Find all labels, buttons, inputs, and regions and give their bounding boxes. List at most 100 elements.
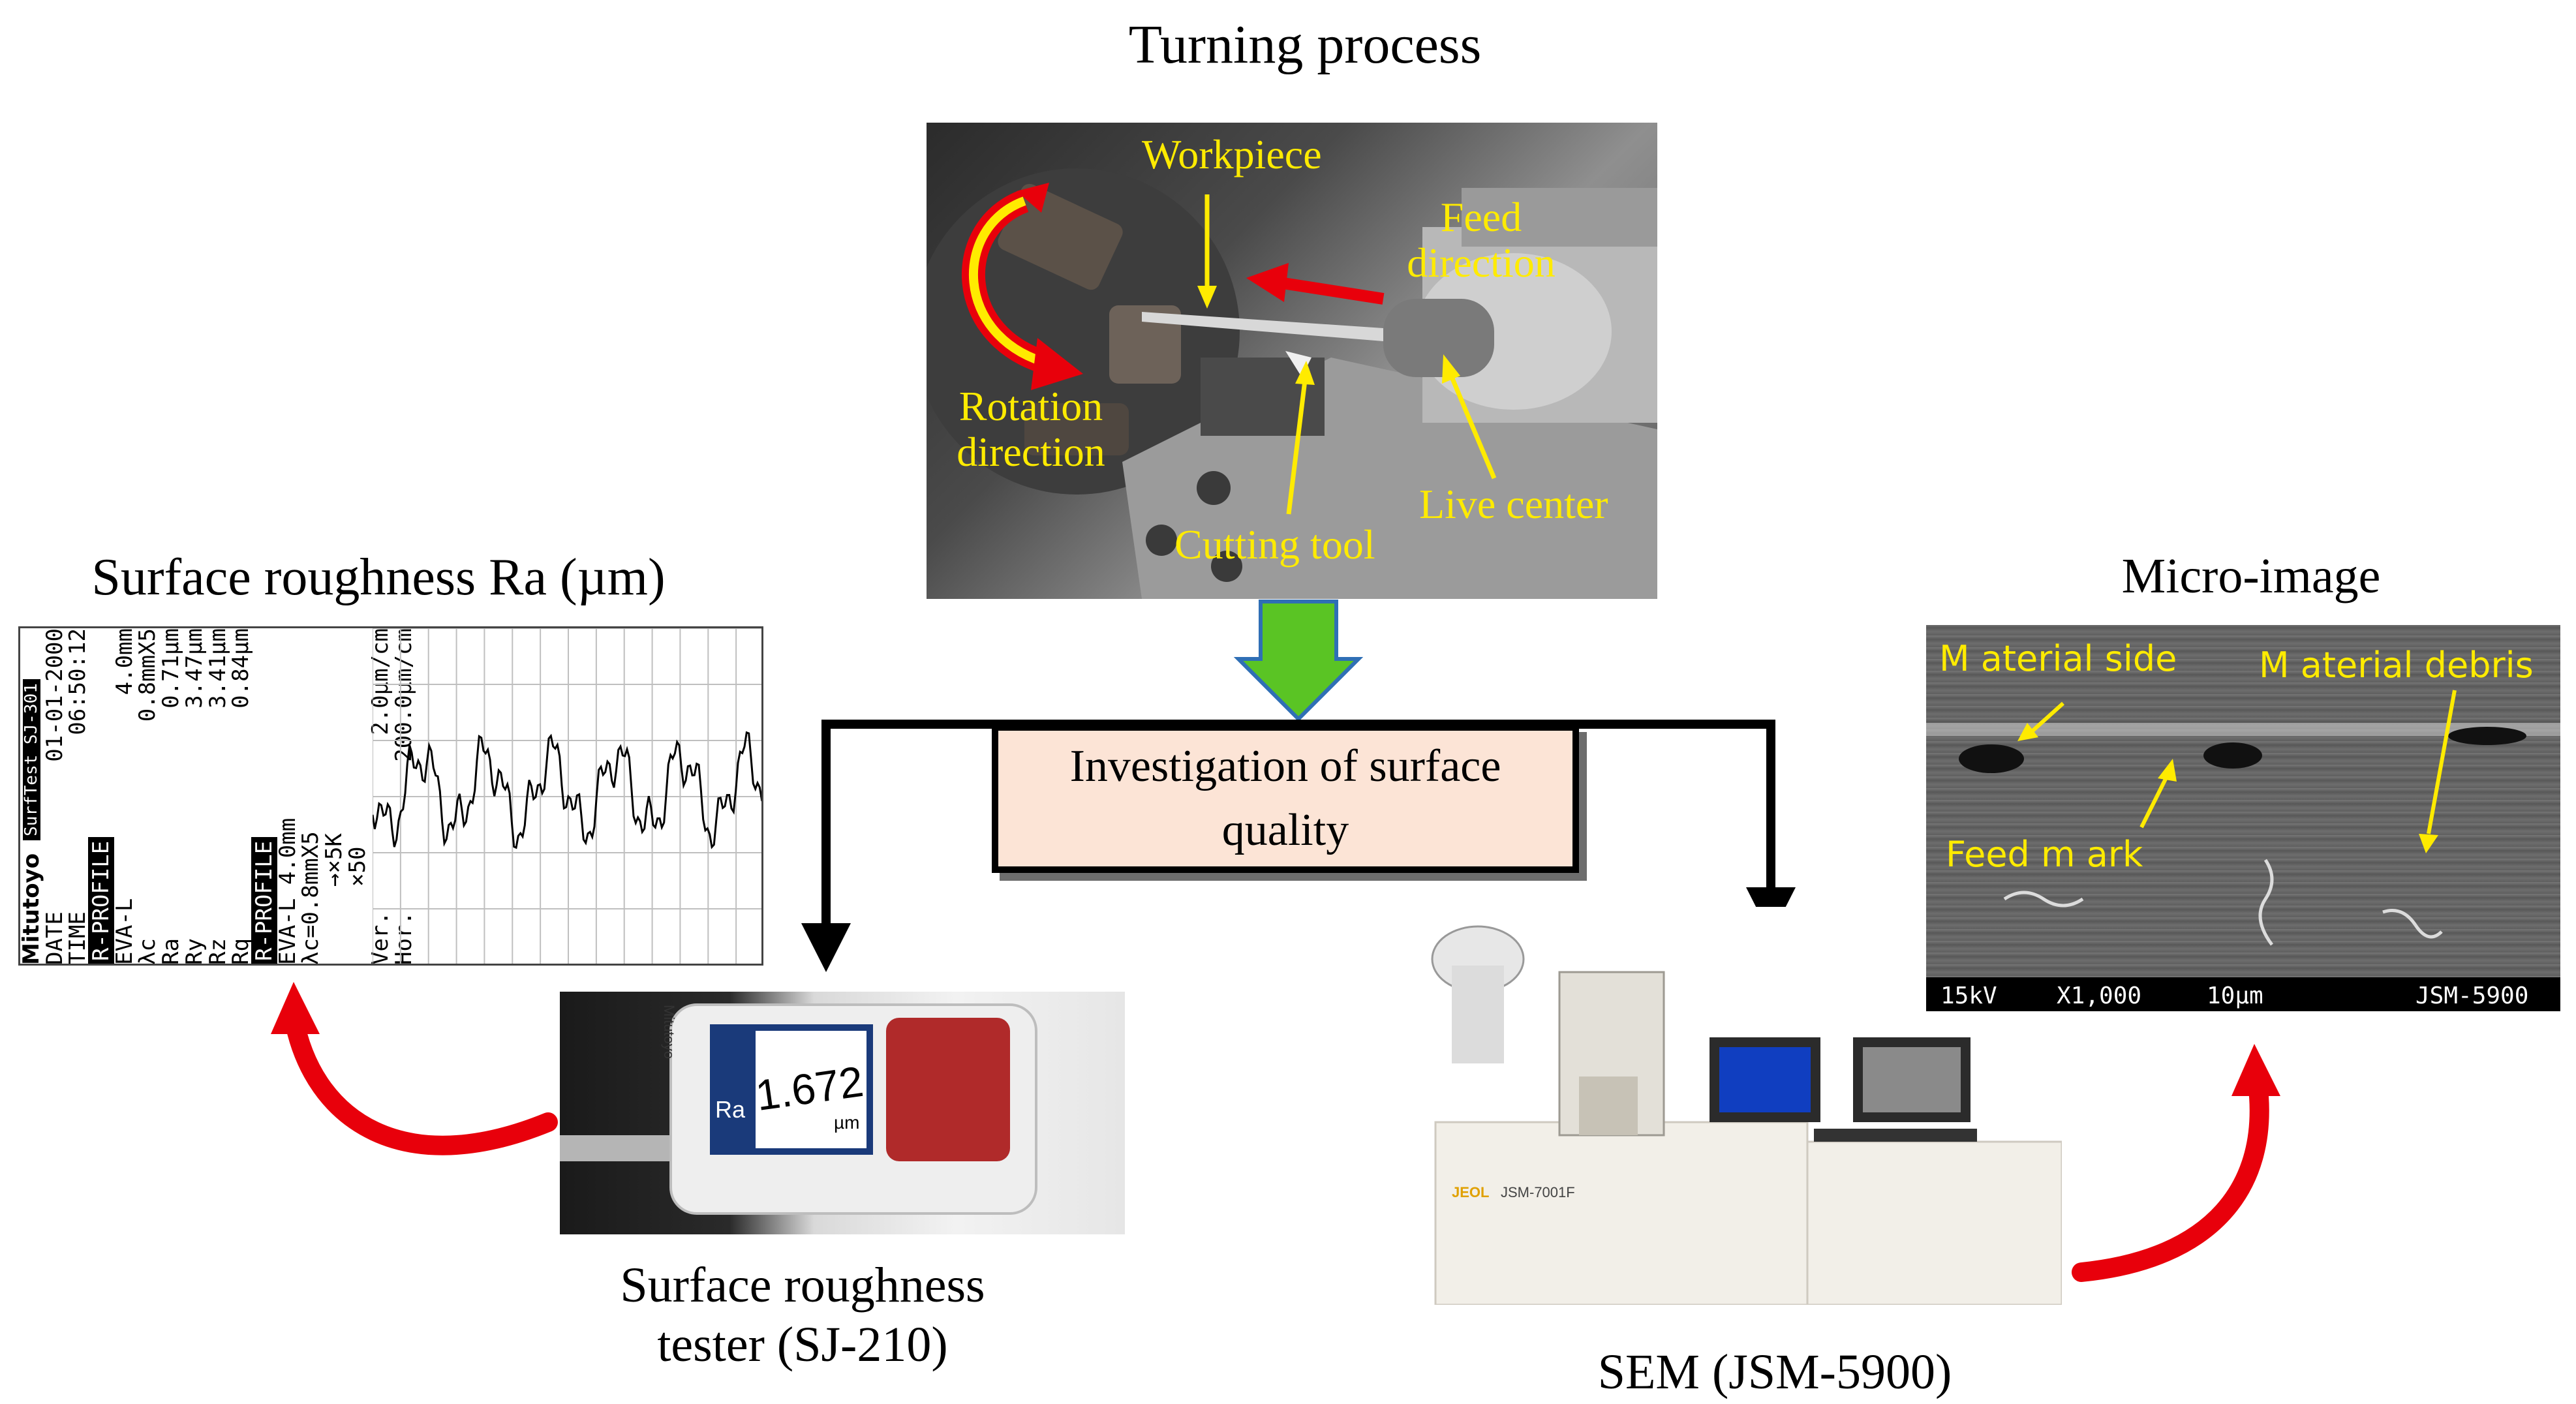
printout-brand: Mitutoyo (18, 853, 44, 965)
tester-buttons (886, 1018, 1010, 1161)
feed-arrow (1278, 277, 1385, 305)
curve-arrowhead-right (2231, 1044, 2280, 1096)
turning-process-title: Turning process (1128, 14, 1482, 75)
printout-rq-value: 0.84µm (228, 628, 254, 709)
tester-screen-value-area (756, 1031, 866, 1148)
sem-console (1806, 1140, 2062, 1305)
printout-mag2: ×50 (344, 846, 371, 887)
micro-pit (2203, 742, 2262, 769)
micro-debris (2258, 859, 2274, 946)
flow-arrow-green (1233, 600, 1364, 722)
printout-mag1: →×5K (320, 833, 347, 887)
sem-base (1434, 1121, 1809, 1305)
sem-monitor-right-screen (1863, 1047, 1961, 1112)
micro-kv: 15kV (1940, 983, 1997, 1009)
tester-title: Surface roughness tester (SJ-210) (620, 1258, 985, 1373)
sem-illustration (1431, 925, 2062, 1305)
printout-model: SurfTest SJ-301 (22, 679, 41, 840)
roughness-profile-printout: Mitutoyo SurfTest SJ-301 DATE 01-01-2000… (18, 626, 763, 966)
printout-text-block: Mitutoyo SurfTest SJ-301 DATE 01-01-2000… (18, 628, 417, 965)
micro-pit (1959, 744, 2024, 773)
label-material-debris: M aterial debris (2259, 645, 2534, 686)
investigation-text: Investigation of surface quality (1069, 741, 1501, 855)
micro-scale: 10µm (2207, 983, 2263, 1009)
micro-model: JSM-5900 (2415, 983, 2529, 1009)
printout-rz-label: Rz (204, 938, 231, 965)
bolt (1211, 551, 1242, 582)
micro-pit (2448, 727, 2526, 745)
micro-illustration (1926, 690, 2560, 1011)
material-side-pointer-head (2017, 723, 2038, 741)
label-feed-direction: Feed direction (1407, 194, 1556, 286)
printout-lc-label: λc (134, 938, 161, 965)
feed-arrowhead (1246, 263, 1289, 302)
sem-micro-image: M aterial side M aterial debris Feed m a… (1926, 625, 2560, 1011)
roughness-chart-title: Surface roughness Ra (µm) (91, 549, 666, 606)
live-center-pointer (1449, 376, 1497, 480)
sem-detector-body (1452, 966, 1504, 1063)
material-debris-pointer-head (2419, 834, 2438, 853)
micro-image-title: Micro-image (2121, 549, 2381, 603)
tester-param: Ra (715, 1096, 746, 1123)
chuck-jaw (998, 183, 1123, 290)
chuck-jaw (1024, 403, 1129, 455)
tailstock-top (1462, 188, 1657, 247)
workpiece-pointer-head (1197, 286, 1217, 309)
label-feed-mark: Feed m ark (1946, 834, 2143, 875)
curve-arrow-right (2072, 1073, 2269, 1282)
rotation-arrow-inner (968, 196, 1052, 369)
label-workpiece: Workpiece (1142, 131, 1322, 177)
micro-debris (2003, 891, 2084, 908)
micro-debris (2382, 909, 2443, 939)
tester-brand: Mitutoyo (661, 1005, 677, 1060)
tester-illustration (560, 1003, 1037, 1215)
printout-ry-label: Ry (181, 938, 207, 965)
sem-chamber (1579, 1076, 1638, 1135)
micro-info-bar (1926, 977, 2560, 1011)
chuck-jaw (1109, 305, 1181, 384)
rotation-arrow-tail (1017, 183, 1049, 213)
printout-section2: R-PROFILE (251, 836, 277, 964)
printout-eval-label: EVA-L (111, 898, 138, 965)
feed-mark-pointer-head (2158, 759, 2177, 782)
label-rotation-direction: Rotation direction (957, 383, 1105, 476)
investigation-box: Investigation of surface quality (992, 724, 1579, 873)
sem-machine-photo: JEOL JSM-7001F (1422, 907, 2062, 1305)
left-branch-head (801, 923, 851, 972)
printout-lc-value: 0.8mmX5 (134, 628, 161, 722)
tester-unit: µm (834, 1112, 860, 1133)
printout-lc2: λc=0.8mmX5 (298, 831, 324, 965)
micro-ridge (1926, 723, 2560, 736)
printout-ra-label: Ra (158, 938, 185, 965)
label-live-center: Live center (1419, 481, 1608, 527)
feed-mark-pointer (2139, 774, 2170, 829)
live-center-body (1383, 299, 1494, 377)
lathe-photo: Workpiece Feed direction Rotation direct… (927, 123, 1657, 599)
label-material-side: M aterial side (1939, 638, 2177, 679)
sem-monitor-left-screen (1719, 1047, 1811, 1112)
bolt (1197, 471, 1231, 505)
sem-keyboard (1814, 1129, 1977, 1142)
printout-eval-value: 4.0mm (111, 628, 138, 695)
printout-ra-value: 0.71µm (158, 628, 185, 709)
bolt (1146, 525, 1177, 556)
profile-graph (373, 628, 761, 964)
printout-section1: R-PROFILE (88, 836, 115, 964)
cutting-tool-pointer (1286, 380, 1308, 515)
printout-eval2: EVA-L 4.0mm (274, 817, 301, 965)
printout-rq-label: Rq (228, 938, 254, 965)
curve-arrowhead-left (271, 982, 320, 1034)
sem-brand: JEOL (1452, 1184, 1490, 1200)
printout-date-value: 01-01-2000 (41, 628, 68, 762)
printout-ry-value: 3.47µm (181, 628, 207, 709)
rotation-arrowhead (1031, 338, 1083, 390)
profile-trace (373, 731, 761, 849)
printout-date-label: DATE (41, 911, 68, 965)
material-side-pointer (2029, 701, 2065, 735)
printout-time-label: TIME (65, 911, 91, 965)
label-cutting-tool: Cutting tool (1174, 521, 1375, 568)
cutting-tool-pointer-head (1295, 361, 1315, 385)
printout-rz-value: 3.41µm (204, 628, 231, 709)
printout-time-value: 06:50:12 (65, 628, 91, 735)
roughness-tester-photo: Mitutoyo Ra 1.672 µm (560, 992, 1125, 1234)
